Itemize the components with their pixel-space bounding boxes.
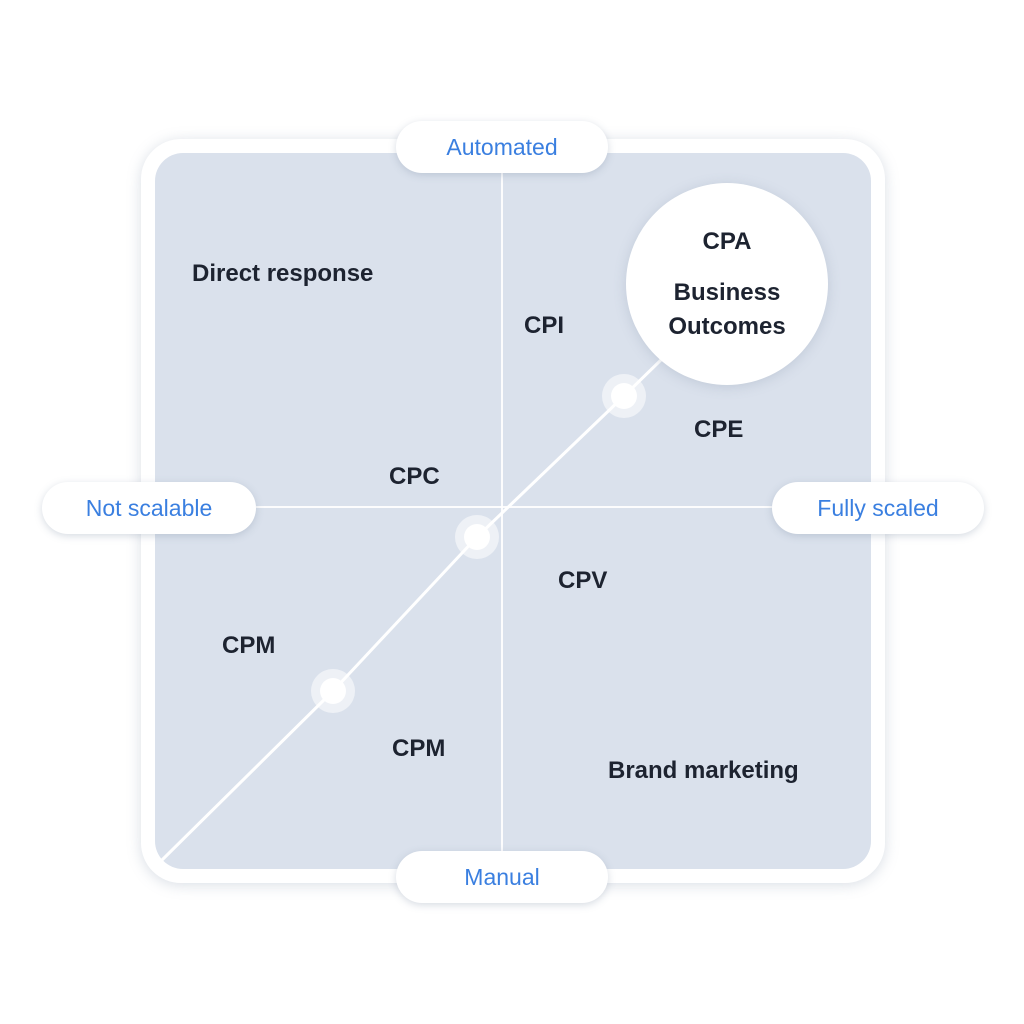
axis-label-not-scalable: Not scalable — [42, 482, 256, 534]
axis-label-automated: Automated — [396, 121, 608, 173]
model-label-cpv: CPV — [558, 567, 608, 594]
quadrant-label-brand-marketing: Brand marketing — [608, 757, 799, 784]
progression-node-center — [455, 515, 499, 559]
axis-label-fully-scaled: Fully scaled — [772, 482, 984, 534]
cpa-subtitle-line-2: Outcomes — [668, 313, 786, 340]
axis-label-manual: Manual — [396, 851, 608, 903]
cpa-title: CPA — [702, 228, 752, 255]
model-label-cpm-left: CPM — [222, 632, 276, 659]
model-label-cpc: CPC — [389, 463, 440, 490]
quadrant-label-direct-response: Direct response — [192, 260, 374, 287]
model-label-cpi: CPI — [524, 312, 565, 339]
cpa-highlight-circle: CPA Business Outcomes — [626, 183, 828, 385]
cpa-subtitle-line-1: Business — [673, 279, 781, 306]
progression-node-upper — [602, 374, 646, 418]
model-label-cpe: CPE — [694, 416, 744, 443]
progression-node-lower — [311, 669, 355, 713]
cpa-subtitle: Business Outcomes — [626, 276, 828, 344]
model-label-cpm-lower: CPM — [392, 735, 446, 762]
